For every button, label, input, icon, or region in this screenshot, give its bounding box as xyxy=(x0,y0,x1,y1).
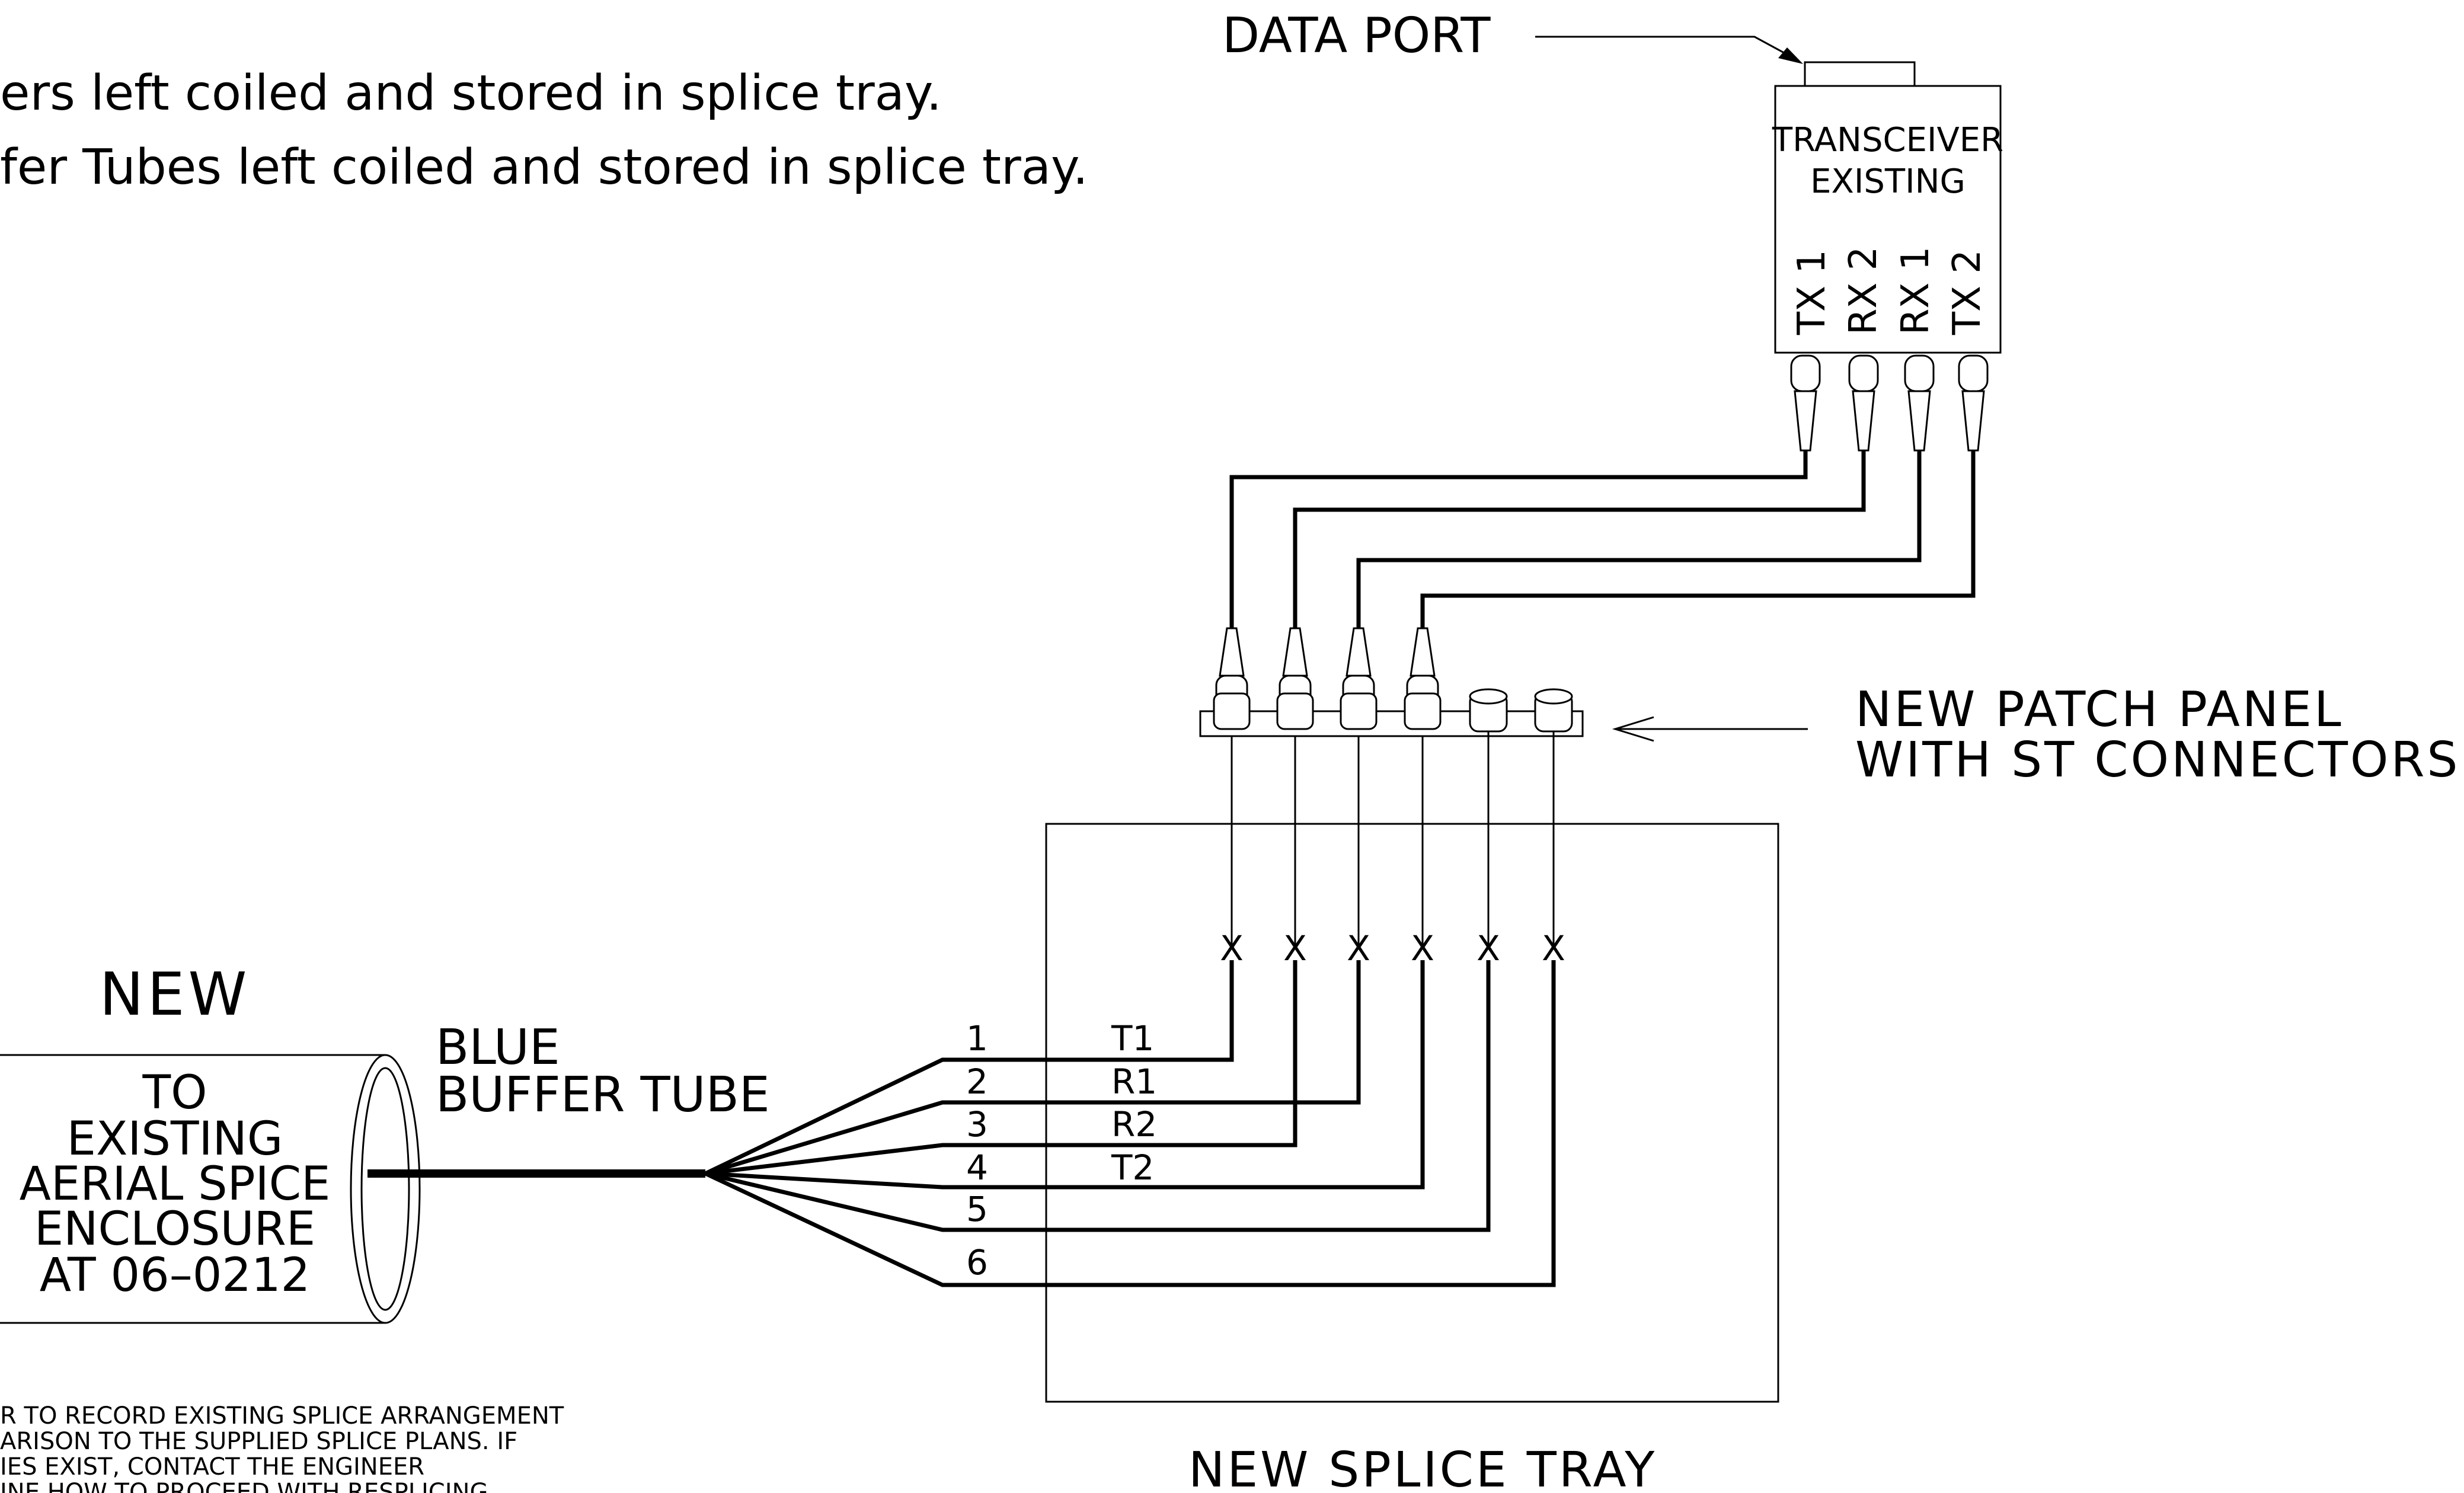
transceiver-connector-rx1 xyxy=(1904,354,1935,452)
port-label-tx1: TX 1 xyxy=(1790,250,1834,335)
note-line-1: ers left coiled and stored in splice tra… xyxy=(0,65,942,122)
fiber-signal-t1: T1 xyxy=(1111,1018,1154,1059)
data-port-leader xyxy=(1535,36,1797,60)
blue-label: BLUE xyxy=(436,1019,560,1076)
fiber-signal-r1: R1 xyxy=(1111,1062,1157,1102)
port-label-rx2: RX 2 xyxy=(1842,247,1885,335)
fiber-1 xyxy=(704,960,1234,1176)
patch-panel-arrowhead xyxy=(1612,716,1654,742)
patch-panel xyxy=(1199,627,1584,737)
patch-panel-connector-4 xyxy=(1404,627,1442,730)
transceiver-connector-rx2 xyxy=(1848,354,1879,452)
patch-panel-connector-3 xyxy=(1340,627,1378,730)
fiber-number-2: 2 xyxy=(966,1062,988,1102)
transceiver-existing-label: EXISTING xyxy=(1810,162,1966,201)
port-label-rx1: RX 1 xyxy=(1894,247,1938,335)
patch-cord-rx2 xyxy=(1293,450,1866,628)
fiber-6 xyxy=(704,960,1556,1287)
cable-label-enclosure: ENCLOSURE xyxy=(34,1203,315,1256)
bottom-note-line-1: R TO RECORD EXISTING SPLICE ARRANGEMENT xyxy=(0,1402,564,1430)
cable-end-inner xyxy=(360,1067,410,1311)
patch-panel-connector-2 xyxy=(1276,627,1314,730)
fiber-signal-t2: T2 xyxy=(1111,1147,1154,1188)
bottom-note-line-3: IES EXIST, CONTACT THE ENGINEER xyxy=(0,1453,424,1481)
fiber-4 xyxy=(705,960,1425,1190)
data-port-label: DATA PORT xyxy=(1222,8,1491,64)
fiber-5 xyxy=(705,960,1491,1232)
note-line-2: fer Tubes left coiled and stored in spli… xyxy=(0,139,1088,196)
fiber-3 xyxy=(705,960,1297,1176)
fiber-number-1: 1 xyxy=(966,1018,988,1059)
bottom-note-line-2: ARISON TO THE SUPPLIED SPLICE PLANS. IF xyxy=(0,1428,517,1455)
cable-label-location: AT 06–0212 xyxy=(40,1249,311,1302)
fiber-number-6: 6 xyxy=(966,1242,988,1283)
cable-new-label: NEW xyxy=(100,960,251,1029)
data-port-connector xyxy=(1804,61,1916,87)
splice-tray-box xyxy=(1045,823,1779,1403)
cable-label-aerial: AERIAL SPICE xyxy=(20,1158,331,1211)
patch-panel-bar xyxy=(1199,710,1584,737)
splice-tray-label: NEW SPLICE TRAY xyxy=(1188,1442,1657,1493)
cable-label-existing: EXISTING xyxy=(67,1112,283,1166)
patch-panel-label: NEW PATCH PANEL xyxy=(1855,682,2344,738)
cable-label-to: TO xyxy=(142,1066,207,1120)
bottom-note-line-4: INE HOW TO PROCEED WITH RESPLICING xyxy=(0,1479,488,1493)
patch-cord-tx1 xyxy=(1229,450,1808,628)
patch-panel-port-6-empty xyxy=(1534,688,1573,733)
transceiver-box xyxy=(1774,85,2002,354)
fiber-number-5: 5 xyxy=(966,1189,988,1229)
transceiver-connector-tx2 xyxy=(1958,354,1989,452)
transceiver-connectors xyxy=(1790,354,1989,452)
patch-panel-port-5-empty xyxy=(1469,688,1508,733)
patch-cord-rx1 xyxy=(1356,450,1922,628)
data-port-arrowhead xyxy=(1778,47,1803,64)
cable-end-outer xyxy=(350,1054,421,1324)
fiber-number-4: 4 xyxy=(966,1147,988,1188)
fiber-2 xyxy=(704,960,1361,1176)
patch-cord-tx2 xyxy=(1420,450,1976,628)
transceiver-label: TRANSCEIVER xyxy=(1772,121,2003,159)
buffer-tube-label: BUFFER TUBE xyxy=(436,1067,770,1123)
fiber-signal-r2: R2 xyxy=(1111,1104,1157,1144)
patch-panel-label-2: WITH ST CONNECTORS xyxy=(1855,732,2460,788)
fiber-number-3: 3 xyxy=(966,1104,988,1144)
port-label-tx2: TX 2 xyxy=(1945,250,1989,335)
patch-panel-connector-1 xyxy=(1213,627,1251,730)
transceiver-connector-tx1 xyxy=(1790,354,1821,452)
